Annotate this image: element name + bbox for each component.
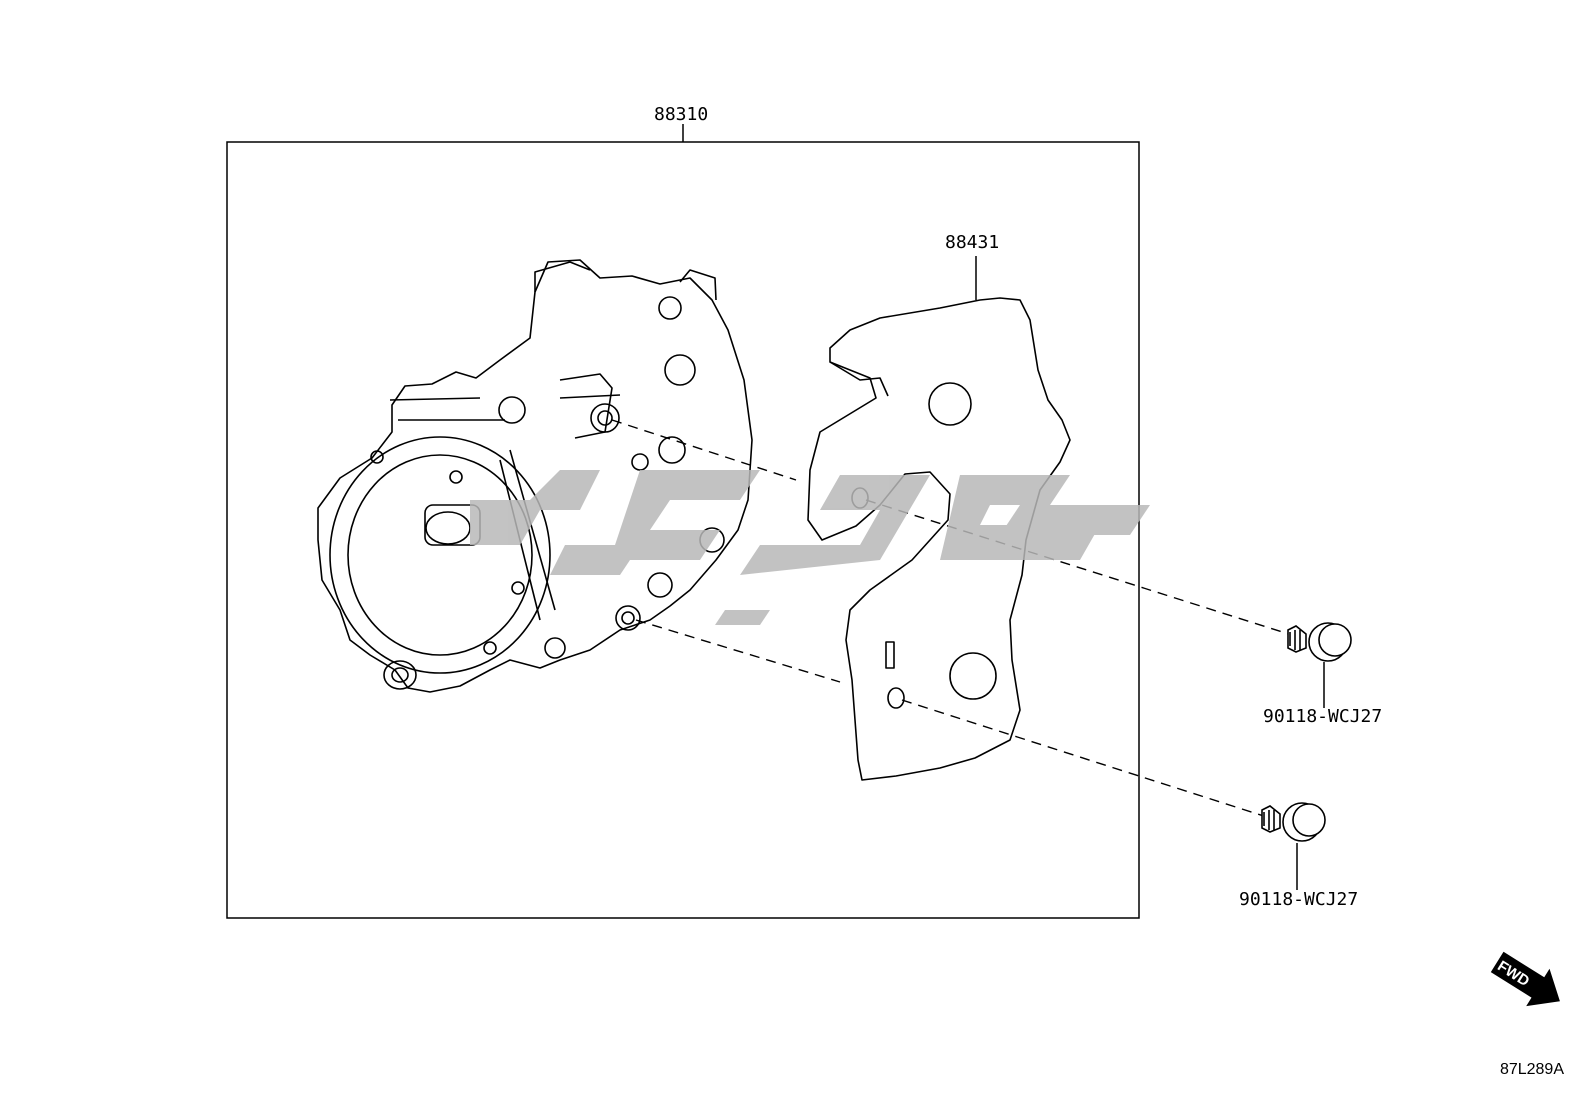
drawing-id: 87L289A bbox=[1499, 1061, 1564, 1078]
watermark-logo bbox=[470, 470, 1150, 625]
label-bracket: 88431 bbox=[945, 232, 1000, 253]
bolt-upper bbox=[1287, 622, 1352, 662]
compressor bbox=[317, 259, 753, 693]
alignment-lines bbox=[611, 419, 1296, 819]
bolt-lower bbox=[1261, 802, 1326, 842]
label-bolt-upper: 90118-WCJ27 bbox=[1263, 706, 1383, 727]
label-bolt-lower: 90118-WCJ27 bbox=[1239, 889, 1359, 910]
fwd-arrow-icon: FWD bbox=[1490, 951, 1560, 1007]
label-assembly: 88310 bbox=[654, 104, 709, 125]
